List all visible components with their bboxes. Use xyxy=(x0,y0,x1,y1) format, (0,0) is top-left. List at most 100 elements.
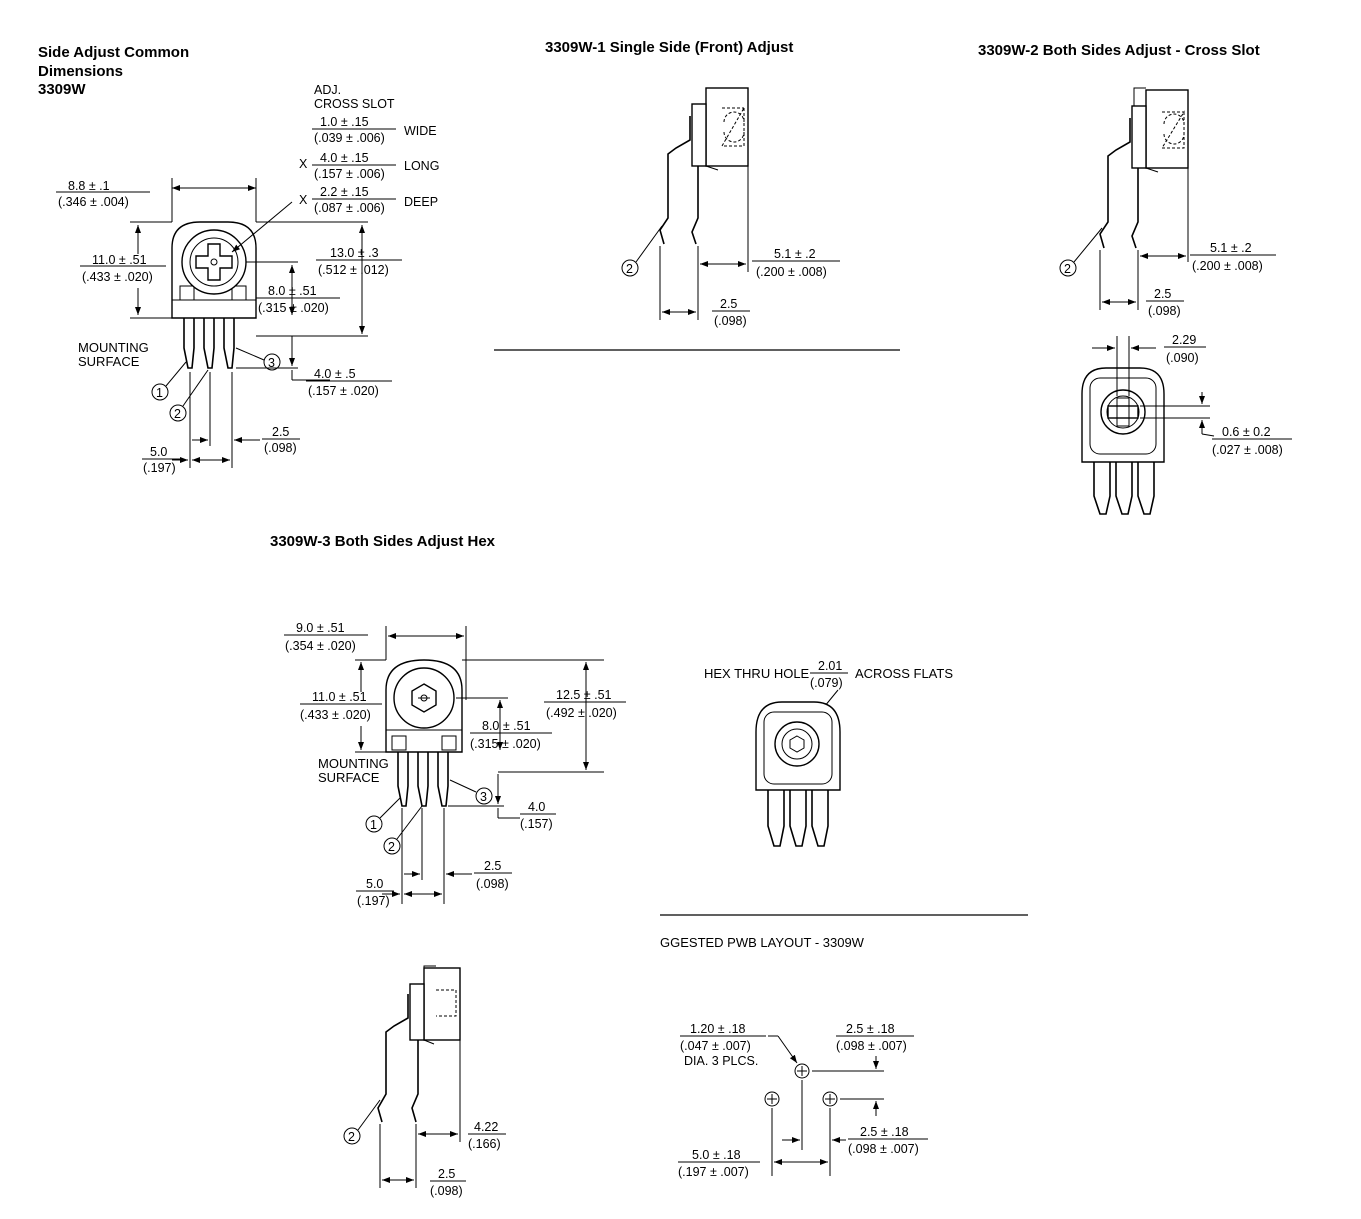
w3-side-offset-in: (.166) xyxy=(468,1137,501,1151)
w3-width-mm: 9.0 ± .51 xyxy=(296,621,345,635)
w1-offset-in: (.200 ± .008) xyxy=(756,265,827,279)
w2-side-view xyxy=(1099,87,1189,249)
pin3-callout xyxy=(263,353,281,371)
w3-pin2-num: 2 xyxy=(388,840,395,854)
cross-slot-label: CROSS SLOT xyxy=(314,97,395,111)
h13-mm: 13.0 ± .3 xyxy=(330,246,379,260)
w2-heading: 3309W-2 Both Sides Adjust - Cross Slot xyxy=(978,42,1260,59)
pin3-num: 3 xyxy=(268,356,275,370)
w3-side-view xyxy=(377,965,461,1123)
sp50-mm: 5.0 xyxy=(150,445,167,459)
w3-heading: 3309W-3 Both Sides Adjust Hex xyxy=(270,533,496,550)
w3-h125-in: (.492 ± .020) xyxy=(546,706,617,720)
w3-pin1-callout xyxy=(365,815,383,833)
w3-h125-mm: 12.5 ± .51 xyxy=(556,688,612,702)
pin2-callout xyxy=(169,404,187,422)
w1-spacing-in: (.098) xyxy=(714,314,747,328)
pin1-callout xyxy=(151,383,169,401)
slot-deep-label: DEEP xyxy=(404,195,438,209)
w2-offset-mm: 5.1 ± .2 xyxy=(1210,241,1252,255)
w3-surface-label: SURFACE xyxy=(318,770,380,785)
h11-mm: 11.0 ± .51 xyxy=(92,253,147,267)
w3-sp50-in: (.197) xyxy=(357,894,390,908)
surface-label: SURFACE xyxy=(78,354,140,369)
w3-width-in: (.354 ± .020) xyxy=(285,639,356,653)
w3-h8-mm: 8.0 ± .51 xyxy=(482,719,531,733)
h13-in: (.512 ± .012) xyxy=(318,263,389,277)
hex-label: HEX THRU HOLE xyxy=(704,666,810,681)
w1-offset-mm: 5.1 ± .2 xyxy=(774,247,816,261)
pwb-v-in: (.098 ± .007) xyxy=(836,1039,907,1053)
w3-sp25-in: (.098) xyxy=(476,877,509,891)
w3-pin1-num: 1 xyxy=(370,818,377,832)
slot-long-x: X xyxy=(299,157,308,171)
w2-slot-mm: 2.29 xyxy=(1172,333,1196,347)
pin-length-mm: 4.0 ± .5 xyxy=(314,367,356,381)
pwb-dia-note: DIA. 3 PLCS. xyxy=(684,1054,758,1068)
w1-pin2-num: 2 xyxy=(626,262,633,276)
w2-spacing-in: (.098) xyxy=(1148,304,1181,318)
slot-long-in: (.157 ± .006) xyxy=(314,167,385,181)
slot-deep-mm: 2.2 ± .15 xyxy=(320,185,369,199)
pwb-h-mm: 2.5 ± .18 xyxy=(860,1125,909,1139)
w1-heading: 3309W-1 Single Side (Front) Adjust xyxy=(545,39,793,56)
pwb-heading: GGESTED PWB LAYOUT - 3309W xyxy=(660,935,865,950)
w2-spacing-mm: 2.5 xyxy=(1154,287,1171,301)
w2-pin2-num: 2 xyxy=(1064,262,1071,276)
sp50-in: (.197) xyxy=(143,461,176,475)
w2-slotw-in: (.027 ± .008) xyxy=(1212,443,1283,457)
w3-side-pin2-callout xyxy=(343,1127,361,1145)
w3-side-offset-mm: 4.22 xyxy=(474,1120,498,1134)
w3-pin3-num: 3 xyxy=(480,790,487,804)
hex-mm: 2.01 xyxy=(818,659,842,673)
w2-slotw-mm: 0.6 ± 0.2 xyxy=(1222,425,1271,439)
slot-wide-mm: 1.0 ± .15 xyxy=(320,115,369,129)
w2-offset-in: (.200 ± .008) xyxy=(1192,259,1263,273)
hex-in: (.079) xyxy=(810,676,843,690)
pin2-num: 2 xyxy=(174,407,181,421)
common-heading-line1: Side Adjust Common xyxy=(38,44,189,61)
common-heading-line3: 3309W xyxy=(38,81,86,98)
h11-in: (.433 ± .020) xyxy=(82,270,153,284)
pwb-layout xyxy=(764,1063,838,1107)
common-front-view xyxy=(171,221,257,369)
h8-in: (.315 ± .020) xyxy=(258,301,329,315)
mounting-label: MOUNTING xyxy=(78,340,149,355)
w3-side-spacing-in: (.098) xyxy=(430,1184,463,1198)
slot-long-mm: 4.0 ± .15 xyxy=(320,151,369,165)
sp25-mm: 2.5 xyxy=(272,425,289,439)
slot-deep-in: (.087 ± .006) xyxy=(314,201,385,215)
w3-pin-in: (.157) xyxy=(520,817,553,831)
pwb-dia-in: (.047 ± .007) xyxy=(680,1039,751,1053)
w3-pin2-callout xyxy=(383,837,401,855)
w3-h8-in: (.315 ± .020) xyxy=(470,737,541,751)
w3-mounting-label: MOUNTING xyxy=(318,756,389,771)
pwb-span-mm: 5.0 ± .18 xyxy=(692,1148,741,1162)
pwb-v-mm: 2.5 ± .18 xyxy=(846,1022,895,1036)
w3-side-spacing-mm: 2.5 xyxy=(438,1167,455,1181)
sp25-in: (.098) xyxy=(264,441,297,455)
pin1-num: 1 xyxy=(156,386,163,400)
hex-flats-label: ACROSS FLATS xyxy=(855,666,953,681)
w3-pin-mm: 4.0 xyxy=(528,800,545,814)
slot-long-label: LONG xyxy=(404,159,439,173)
pwb-h-in: (.098 ± .007) xyxy=(848,1142,919,1156)
w3-rear-view xyxy=(755,701,841,847)
common-heading-line2: Dimensions xyxy=(38,63,123,80)
w3-side-pin2-num: 2 xyxy=(348,1130,355,1144)
w1-side-view xyxy=(659,87,749,245)
slot-wide-label: WIDE xyxy=(404,124,437,138)
pwb-dia-mm: 1.20 ± .18 xyxy=(690,1022,746,1036)
w3-sp50-mm: 5.0 xyxy=(366,877,383,891)
slot-deep-x: X xyxy=(299,193,308,207)
w2-pin2-callout xyxy=(1059,259,1077,277)
w3-sp25-mm: 2.5 xyxy=(484,859,501,873)
w3-pin3-callout xyxy=(475,787,493,805)
w2-slot-in: (.090) xyxy=(1166,351,1199,365)
w2-rear-view xyxy=(1081,367,1165,515)
width-mm: 8.8 ± .1 xyxy=(68,179,110,193)
w3-front-view xyxy=(385,659,463,807)
pwb-span-in: (.197 ± .007) xyxy=(678,1165,749,1179)
w1-pin2-callout xyxy=(621,259,639,277)
